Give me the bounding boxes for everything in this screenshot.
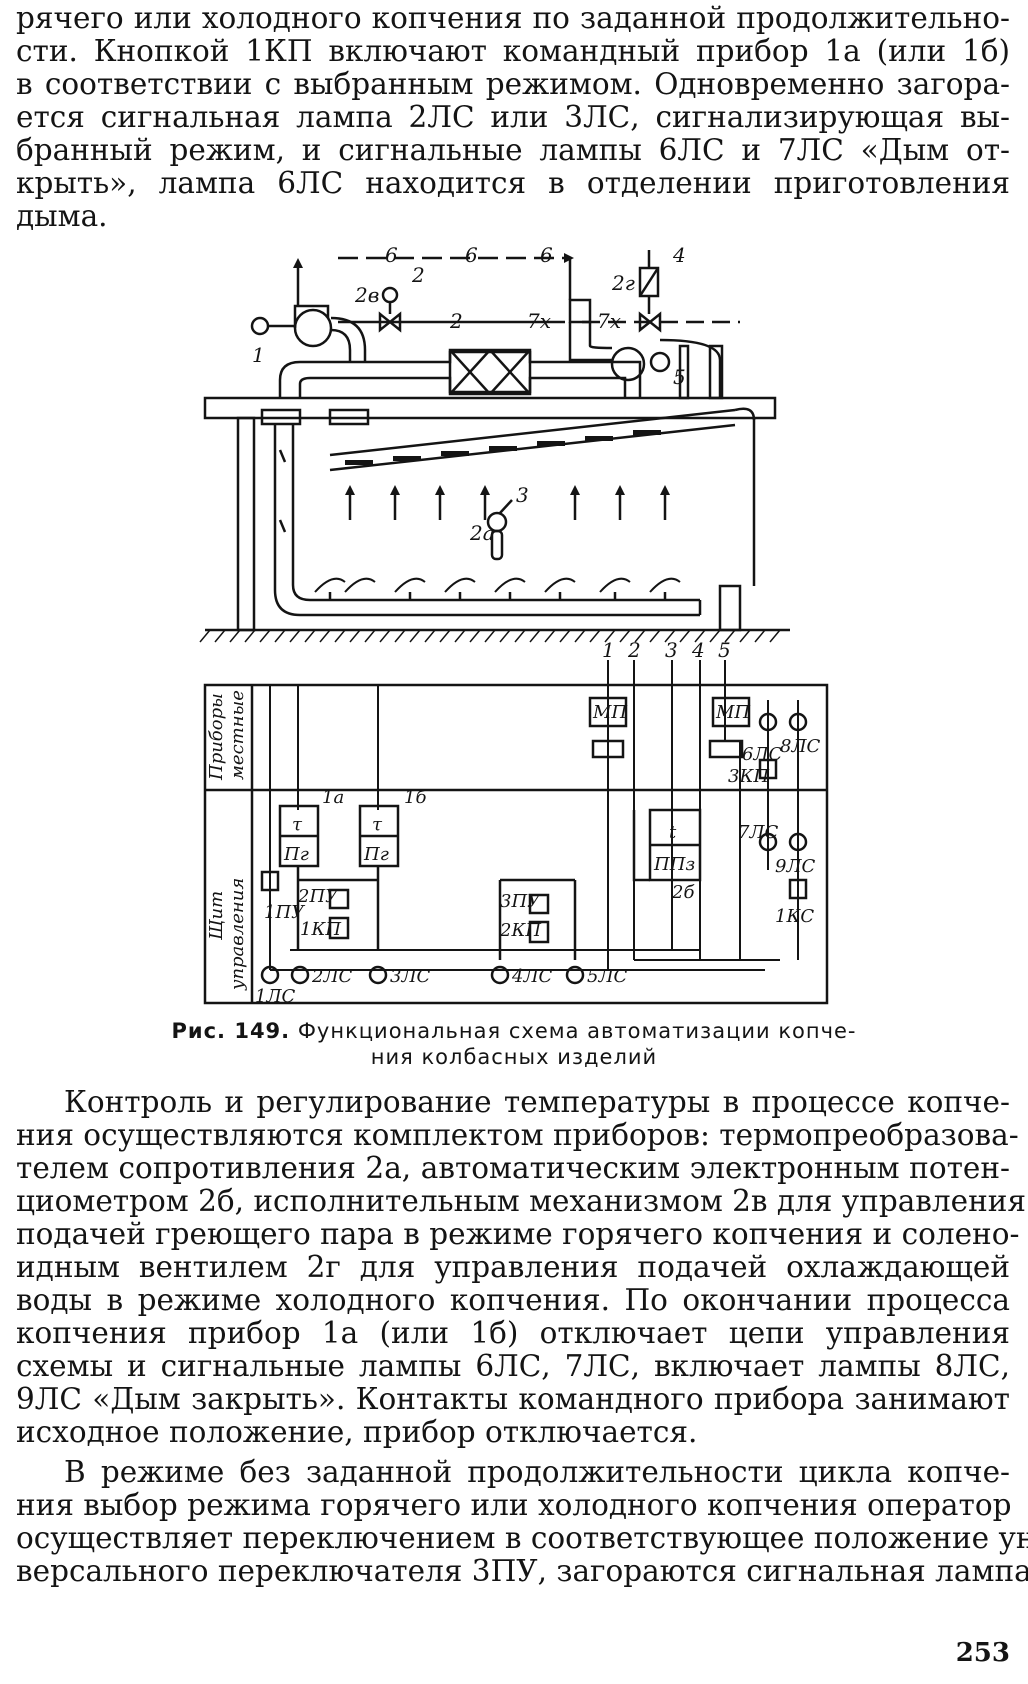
lamp-1ls-label: 1ЛС [255, 986, 295, 1007]
zone-label-panel-1: Щит [206, 891, 227, 941]
label-6a: 6 [385, 243, 398, 267]
signal-lamps [260, 712, 808, 985]
lamp-2ls-label: 2ЛС [311, 966, 352, 987]
body-paragraph-2: В режиме без заданной продолжительности … [16, 1455, 1028, 1588]
text-line: дыма. [16, 199, 108, 233]
label-7x-b: 7х [597, 309, 621, 333]
text-line: копчения прибор 1а (или 1б) отключает це… [16, 1316, 1010, 1350]
chamber-right-wall [718, 584, 742, 632]
label-2: 2 [411, 263, 425, 287]
text-line: ния выбор режима горячего или холодного … [16, 1488, 1012, 1522]
zone-label-local-2: местные [227, 690, 248, 780]
label-2v: 2в [354, 283, 379, 307]
label-1: 1 [252, 343, 265, 367]
text-line: крыть», лампа 6ЛС находится в отделении … [16, 166, 1010, 200]
device-1a-label: 1а [322, 787, 344, 808]
fan-left [293, 308, 333, 348]
device-1b-label: 1б [404, 787, 427, 808]
switch-3pu-label: 3ПУ [500, 891, 542, 912]
mp-1-label: МП [592, 702, 627, 723]
text-line: в соответствии с выбранным режимом. Одно… [16, 67, 1010, 101]
lamp-6ls-label: 6ЛС [742, 744, 782, 765]
device-2b-label: 2б [671, 882, 695, 903]
figure-caption: Рис. 149. Функциональная схема автоматиз… [0, 1018, 1028, 1070]
text-line: ния осуществляются комплектом приборов: … [16, 1118, 1019, 1152]
motor-5 [649, 351, 671, 373]
text-line: бранный режим, и сигнальные лампы 6ЛС и … [16, 133, 1010, 167]
terminal-2: 2 [627, 638, 641, 662]
text-line: идным вентилем 2г для управления подачей… [16, 1250, 1010, 1284]
text-line: рячего или холодного копчения по заданно… [16, 1, 1010, 35]
t-2b: t [669, 822, 677, 843]
motor-1 [250, 316, 270, 336]
switch-1pu-label: 1ПУ [264, 902, 306, 923]
text-line: сти. Кнопкой 1КП включают командный приб… [16, 34, 1010, 68]
switch-2pu-label: 2ПУ [297, 886, 340, 907]
lamp-3ls-label: 3ЛС [390, 966, 430, 987]
text-line: исходное положение, прибор отключается. [16, 1415, 698, 1449]
body-paragraph-1: Контроль и регулирование температуры в п… [16, 1085, 1027, 1449]
label-6c: 6 [540, 243, 553, 267]
text-line: циометром 2б, исполнительным механизмом … [16, 1184, 1027, 1218]
chamber-left-wall [236, 416, 256, 632]
zone-label-panel-2: управления [227, 878, 248, 991]
label-2a: 2а [469, 521, 495, 545]
chamber-ceiling [203, 396, 777, 420]
text-line: Контроль и регулирование температуры в п… [64, 1085, 1010, 1119]
lamp-4ls-label: 4ЛС [511, 966, 552, 987]
label-4: 4 [672, 243, 686, 267]
terminal-3: 3 [665, 638, 678, 662]
button-2kp-label: 2КП [499, 920, 541, 941]
top-paragraph: рячего или холодного копчения по заданно… [16, 2, 1010, 233]
lamp-5ls-label: 5ЛС [587, 966, 627, 987]
text-line: воды в режиме холодного копчения. По око… [16, 1283, 1010, 1317]
fan-right [610, 346, 646, 382]
caption-line-2: ния колбасных изделий [370, 1045, 658, 1069]
pg-1b: Пг [363, 844, 389, 865]
pg-1a: Пг [283, 844, 309, 865]
lamp-8ls-label: 8ЛС [780, 736, 820, 757]
terminal-5: 5 [718, 638, 731, 662]
text-line: осуществляет переключением в соответству… [16, 1521, 1028, 1555]
tau-1a: τ [292, 814, 303, 835]
caption-number: Рис. 149. [171, 1019, 291, 1043]
text-line: 9ЛС «Дым закрыть». Контакты командного п… [16, 1382, 1010, 1416]
button-1kp-label: 1КП [300, 919, 341, 940]
control-schematic-frame [203, 683, 829, 1005]
text-line: телем сопротивления 2а, автоматическим э… [16, 1151, 1010, 1185]
label-3: 3 [516, 483, 529, 507]
page-number: 253 [955, 1638, 1010, 1668]
tau-1b: τ [372, 814, 383, 835]
lamp-7ls-label: 7ЛС [738, 822, 778, 843]
lamp-9ls-label: 9ЛС [775, 856, 815, 877]
figure-149-diagram: 1 2в 2 2 6 6 6 7х 7х 2г 4 5 3 2а 1 2 3 4… [199, 243, 829, 1007]
button-3kp-label: 3КП [728, 766, 769, 787]
mp-2-label: МП [715, 702, 750, 723]
label-7x-a: 7х [527, 309, 551, 333]
switch-1ks-label: 1КС [775, 906, 814, 927]
label-6b: 6 [465, 243, 478, 267]
text-line: версального переключателя 3ПУ, загораютс… [16, 1554, 1028, 1588]
text-line: схемы и сигнальные лампы 6ЛС, 7ЛС, включ… [16, 1349, 1010, 1383]
label-2-pipe: 2 [449, 309, 463, 333]
text-line: В режиме без заданной продолжительности … [64, 1455, 1010, 1489]
terminal-4: 4 [691, 638, 705, 662]
text-line: подачей греющего пара в режиме горячего … [16, 1217, 1020, 1251]
zone-label-local-1: Приборы [206, 693, 227, 781]
label-5: 5 [673, 365, 686, 389]
pp3-label: ППз [653, 854, 695, 875]
label-2g: 2г [611, 271, 635, 295]
text-line: ется сигнальная лампа 2ЛС или 3ЛС, сигна… [16, 100, 1010, 134]
terminal-1: 1 [602, 638, 615, 662]
caption-line-1: Функциональная схема автоматизации копче… [297, 1019, 857, 1043]
heat-exchanger [448, 348, 532, 396]
